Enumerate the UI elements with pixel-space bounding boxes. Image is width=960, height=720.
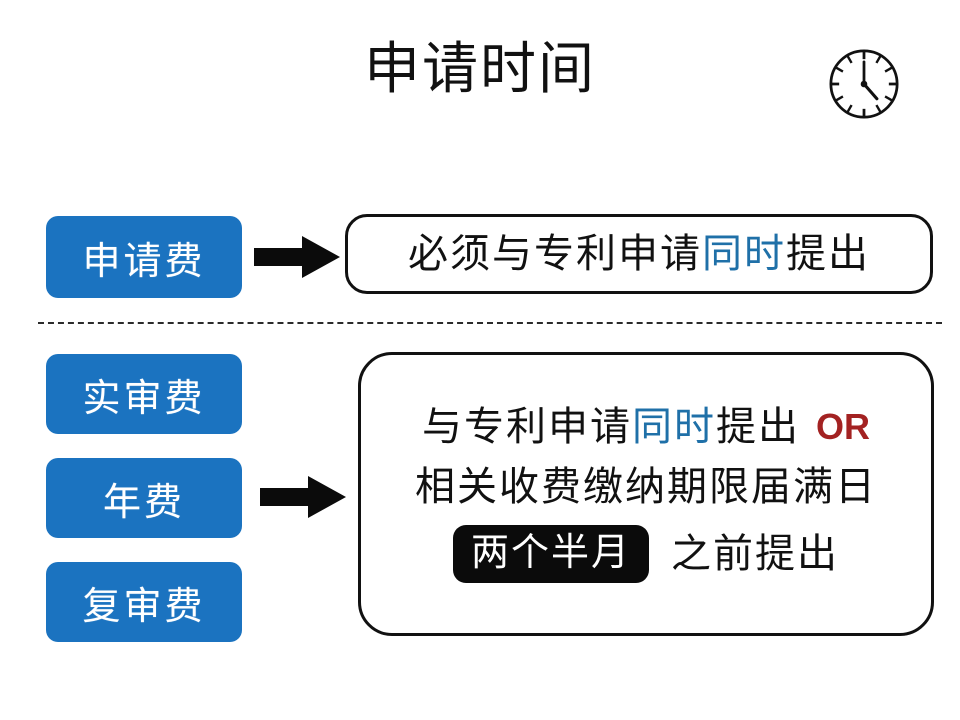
fee-chip-substantive-examination-fee[interactable]: 实审费: [46, 354, 242, 434]
statement-text-part: 相关收费缴纳期限届满日: [415, 463, 877, 510]
right-arrow-icon: [260, 474, 346, 520]
statement-text-part: 与专利申请: [422, 403, 632, 450]
statement-text-part: 之前提出: [671, 531, 839, 577]
right-arrow-icon: [254, 234, 340, 280]
statement-box-application-fee: 必须与专利申请同时提出: [345, 214, 933, 294]
statement-line: 两个半月之前提出: [452, 524, 839, 584]
statement-text-part: 必须与专利申请: [408, 231, 702, 277]
statement-line: 与专利申请同时提出 OR: [422, 405, 870, 449]
statement-line: 相关收费缴纳期限届满日: [415, 465, 877, 509]
statement-text-part: 提出: [786, 231, 870, 277]
statement-highlight-blue: 同时: [632, 403, 716, 450]
statement-or-label: OR: [816, 405, 870, 447]
statement-box-other-fees: 与专利申请同时提出 OR 相关收费缴纳期限届满日 两个半月之前提出: [358, 352, 934, 636]
statement-line: 必须与专利申请同时提出: [408, 232, 870, 276]
fee-chip-reexamination-fee[interactable]: 复审费: [46, 562, 242, 642]
statement-text-part: 提出: [716, 403, 800, 450]
statement-highlight-blue: 同时: [702, 231, 786, 277]
fee-chip-annual-fee[interactable]: 年费: [46, 458, 242, 538]
page-title: 申请时间: [364, 37, 596, 102]
duration-badge: 两个半月: [452, 524, 649, 584]
section-divider: [38, 322, 942, 324]
fee-chip-application-fee[interactable]: 申请费: [46, 216, 242, 298]
clock-icon: [818, 38, 910, 130]
